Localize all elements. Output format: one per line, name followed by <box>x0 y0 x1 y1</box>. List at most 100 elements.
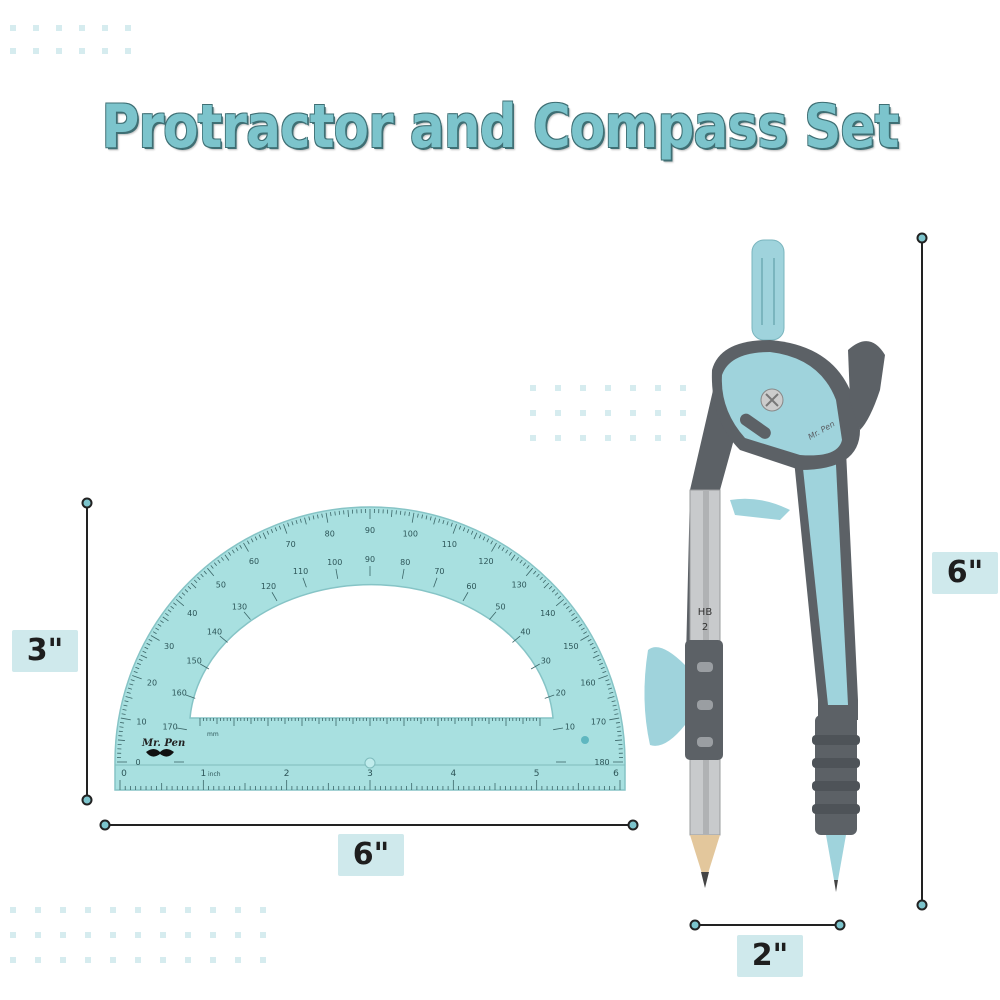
dot <box>110 932 116 938</box>
inch-label: 0 <box>121 769 127 779</box>
inner-degree-tick <box>530 663 540 670</box>
degree-tick <box>299 518 302 523</box>
mustache-logo-icon <box>146 749 174 757</box>
inner-degree-label: 170 <box>162 723 177 732</box>
degree-tick <box>501 547 505 552</box>
dimension-lines <box>81 232 928 931</box>
degree-tick <box>125 696 133 699</box>
inner-degree-tick <box>185 694 196 699</box>
degree-tick <box>526 565 530 569</box>
degree-tick <box>417 513 419 518</box>
degree-tick <box>127 687 132 690</box>
dot <box>56 48 62 54</box>
protractor-height-label: 3" <box>12 630 78 672</box>
dot <box>580 435 586 441</box>
degree-tick <box>130 679 135 682</box>
degree-tick <box>568 609 573 613</box>
degree-tick <box>152 631 157 635</box>
dot <box>35 957 41 963</box>
degree-tick <box>278 525 282 530</box>
dot <box>235 907 241 913</box>
dot <box>35 907 41 913</box>
endpoint-dot <box>99 819 111 831</box>
outer-degree-label: 140 <box>540 609 555 618</box>
inner-degree-label: 40 <box>520 628 530 637</box>
degree-tick <box>190 582 197 589</box>
degree-tick <box>615 722 620 724</box>
outer-degree-label: 70 <box>286 540 296 549</box>
degree-tick <box>548 585 553 590</box>
outer-degree-label: 90 <box>365 526 375 535</box>
inch-label: 5 <box>534 769 540 779</box>
dot <box>135 932 141 938</box>
degree-tick <box>593 650 598 654</box>
dot <box>260 957 266 963</box>
dot <box>605 410 611 416</box>
dot <box>10 48 16 54</box>
inner-degree-label: 30 <box>541 657 551 666</box>
degree-tick <box>462 527 466 532</box>
inner-degree-tick <box>176 727 187 731</box>
endpoint-dot <box>916 899 928 911</box>
dot <box>85 957 91 963</box>
degree-tick <box>391 509 393 517</box>
protractor-width-label: 6" <box>338 834 404 876</box>
dot <box>630 435 636 441</box>
degree-tick <box>551 589 556 593</box>
dot <box>680 410 686 416</box>
inner-degree-label: 90 <box>365 555 375 564</box>
degree-tick <box>599 662 604 666</box>
inner-degree-tick <box>271 592 278 602</box>
inner-degree-tick <box>219 635 228 643</box>
compass-grip <box>815 715 857 835</box>
endpoint-dot <box>627 819 639 831</box>
degree-tick <box>591 646 596 650</box>
degree-tick <box>605 679 610 682</box>
degree-tick <box>525 567 533 577</box>
degree-tick <box>557 595 562 599</box>
dot <box>555 385 561 391</box>
endpoint-dot <box>689 919 701 931</box>
degree-tick <box>598 675 608 680</box>
degree-tick <box>510 554 516 561</box>
degree-tick <box>308 516 311 521</box>
inner-degree-label: 80 <box>400 558 410 567</box>
dot <box>60 932 66 938</box>
degree-tick <box>167 609 172 613</box>
degree-tick <box>173 602 177 606</box>
protractor-brand: Mr. Pen <box>141 738 185 749</box>
degree-tick <box>203 570 207 575</box>
outer-degree-label: 30 <box>164 642 174 651</box>
dot <box>680 385 686 391</box>
inner-degree-label: 160 <box>172 689 187 698</box>
outer-degree-label: 110 <box>442 540 457 549</box>
dot <box>185 907 191 913</box>
inch-label: 6 <box>613 769 619 779</box>
degree-tick <box>148 638 153 642</box>
degree-tick <box>304 517 307 525</box>
degree-tick <box>175 599 185 607</box>
degree-tick <box>210 565 214 569</box>
degree-tick <box>266 530 270 535</box>
degree-tick <box>565 605 570 610</box>
degree-tick <box>312 515 315 520</box>
degree-tick <box>497 544 501 549</box>
dot <box>555 435 561 441</box>
degree-tick <box>124 700 129 703</box>
degree-labels: 0101702016030150401405013060120701108010… <box>135 526 609 767</box>
clamp-wing <box>644 647 685 746</box>
dot <box>605 435 611 441</box>
degree-tick <box>140 654 148 659</box>
dot <box>85 932 91 938</box>
degree-tick <box>571 616 578 622</box>
dot <box>135 907 141 913</box>
degree-tick <box>522 562 527 567</box>
dot <box>235 932 241 938</box>
inner-degree-tick <box>433 577 438 588</box>
degree-tick <box>555 599 565 607</box>
outer-degree-label: 150 <box>563 642 578 651</box>
inner-degree-label: 150 <box>187 657 202 666</box>
